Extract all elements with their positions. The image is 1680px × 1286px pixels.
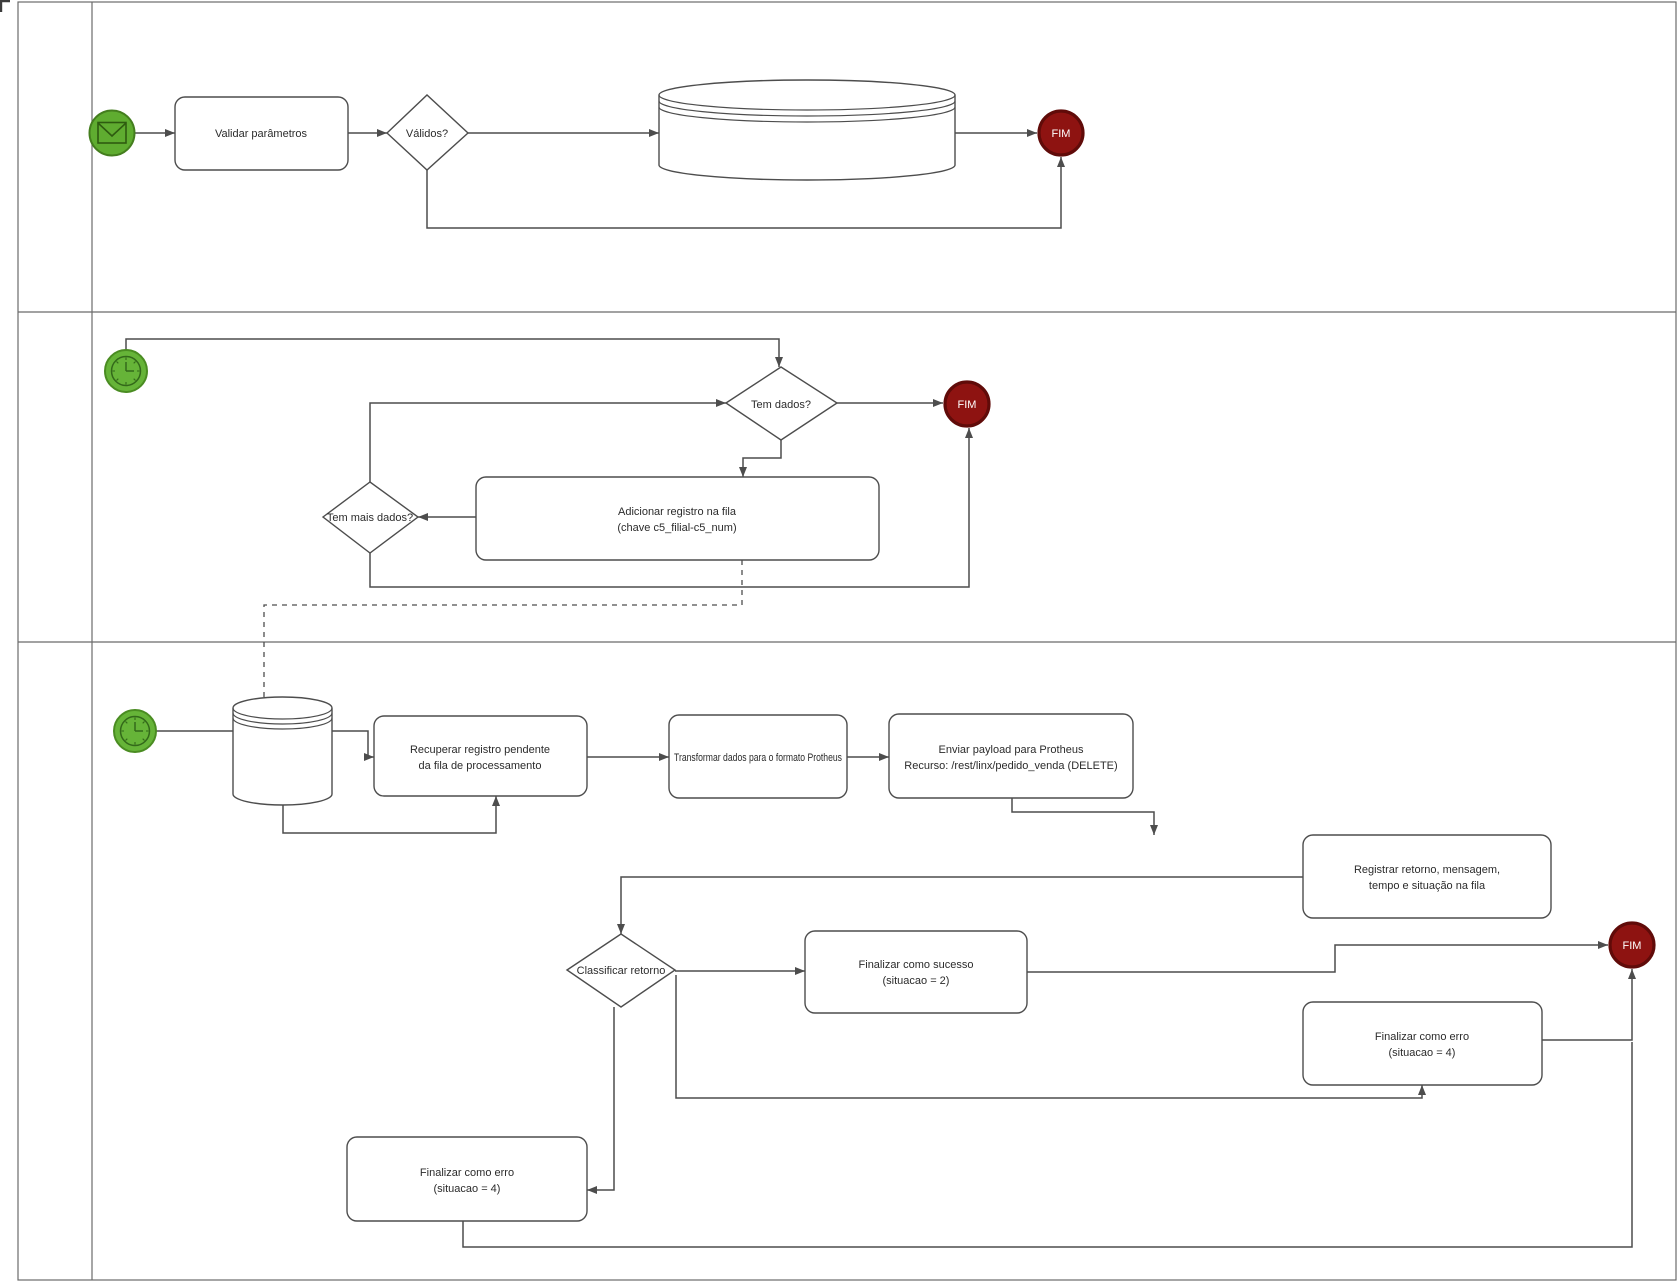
edge-temdados-to-adicionar xyxy=(739,440,782,477)
envelope-icon xyxy=(97,121,127,144)
edge-temmais-no-to-fim xyxy=(369,428,973,588)
task-label-line2: (situacao = 2) xyxy=(883,975,950,987)
edge-timer-to-temdados xyxy=(125,338,783,367)
edge-queue-to-recuperar xyxy=(282,796,500,834)
end-event-fim-lane3[interactable]: FIM xyxy=(1608,921,1656,969)
cylinder-rim xyxy=(232,707,333,730)
lane1-edges xyxy=(135,129,1065,229)
task-label-line2: tempo e situação na fila xyxy=(1369,880,1486,892)
task-label-line1: Enviar payload para Protheus xyxy=(939,744,1084,756)
gateway-validos[interactable]: Válidos? xyxy=(385,94,470,171)
task-label-line2: (chave c5_filial-c5_num) xyxy=(617,522,736,534)
gateway-label: Válidos? xyxy=(406,128,448,140)
gateway-label: Classificar retorno xyxy=(577,965,666,977)
end-event-fim-lane2[interactable]: FIM xyxy=(943,380,991,428)
task-label-line2: da fila de processamento xyxy=(419,760,542,772)
gateway-tem-mais-dados[interactable]: Tem mais dados? xyxy=(321,481,420,554)
task-label-line1: Finalizar como sucesso xyxy=(859,959,974,971)
message-start-circle[interactable] xyxy=(88,109,136,157)
lane3-edges xyxy=(156,730,1636,1248)
task-transformar-dados[interactable]: Transformar dados para o formato Protheu… xyxy=(668,714,848,799)
gateway-tem-dados[interactable]: Tem dados? xyxy=(724,366,839,441)
task-finalizar-erro-direita[interactable]: Finalizar como erro (situacao = 4) xyxy=(1302,1001,1543,1086)
datastore-queue-lane3[interactable] xyxy=(232,696,333,806)
task-finalizar-sucesso[interactable]: Finalizar como sucesso (situacao = 2) xyxy=(804,930,1028,1014)
edge-enviar-to-registrar xyxy=(1011,798,1158,835)
task-label-line2: (situacao = 4) xyxy=(1389,1047,1456,1059)
task-label-line1: Registrar retorno, mensagem, xyxy=(1354,864,1500,876)
gateway-label: Tem dados? xyxy=(751,399,811,411)
edge-temmais-yes-to-temdados xyxy=(369,399,726,482)
task-enviar-payload[interactable]: Enviar payload para Protheus Recurso: /r… xyxy=(888,713,1134,799)
datastore-cylinder-lane1[interactable] xyxy=(658,79,956,181)
task-recuperar-registro[interactable]: Recuperar registro pendente da fila de p… xyxy=(373,715,588,797)
pool-border xyxy=(17,1,1677,1281)
start-event-message[interactable] xyxy=(88,109,136,157)
end-circle[interactable] xyxy=(1037,109,1085,157)
edge-erro-direita-to-fim xyxy=(1542,969,1636,1041)
task-finalizar-erro-esquerda[interactable]: Finalizar como erro (situacao = 4) xyxy=(346,1136,588,1222)
clock-icon xyxy=(119,715,151,747)
task-registrar-retorno[interactable]: Registrar retorno, mensagem, tempo e sit… xyxy=(1302,834,1552,919)
task-label-line1: Finalizar como erro xyxy=(1375,1031,1469,1043)
edge-classificar-to-erro-direita xyxy=(675,975,1426,1099)
task-validar-parametros[interactable]: Validar parâmetros xyxy=(174,96,349,171)
end-event-fim-lane1[interactable]: FIM xyxy=(1037,109,1085,157)
cylinder-rim xyxy=(658,94,956,123)
start-event-timer-lane2[interactable] xyxy=(104,349,148,393)
edge-sucesso-to-fim xyxy=(1027,941,1608,973)
end-label: FIM xyxy=(1052,128,1071,140)
clock-icon xyxy=(110,355,142,387)
end-circle[interactable] xyxy=(1608,921,1656,969)
edge-classificar-to-erro-esquerda xyxy=(587,1007,615,1194)
start-event-timer-lane3[interactable] xyxy=(113,709,157,753)
task-label: Transformar dados para o formato Protheu… xyxy=(674,752,842,764)
gateway-label: Tem mais dados? xyxy=(327,512,413,524)
task-label: Validar parâmetros xyxy=(215,128,308,140)
end-label: FIM xyxy=(1623,940,1642,952)
edge-erro-esquerda-to-fim xyxy=(462,1042,1633,1248)
task-label-line2: (situacao = 4) xyxy=(434,1183,501,1195)
lane2-edges xyxy=(125,338,973,755)
pool-corner-artifact xyxy=(0,0,10,12)
gateway-classificar-retorno[interactable]: Classificar retorno xyxy=(565,933,677,1008)
end-label: FIM xyxy=(958,399,977,411)
task-label-line2: Recurso: /rest/linx/pedido_venda (DELETE… xyxy=(904,760,1117,772)
edge-registrar-to-classificar xyxy=(617,876,1303,934)
end-circle[interactable] xyxy=(943,380,991,428)
task-label-line1: Recuperar registro pendente xyxy=(410,744,550,756)
task-adicionar-registro[interactable]: Adicionar registro na fila (chave c5_fil… xyxy=(475,476,880,561)
edge-validos-no-to-fim xyxy=(426,157,1065,229)
task-label-line1: Finalizar como erro xyxy=(420,1167,514,1179)
task-label-line1: Adicionar registro na fila xyxy=(618,506,737,518)
